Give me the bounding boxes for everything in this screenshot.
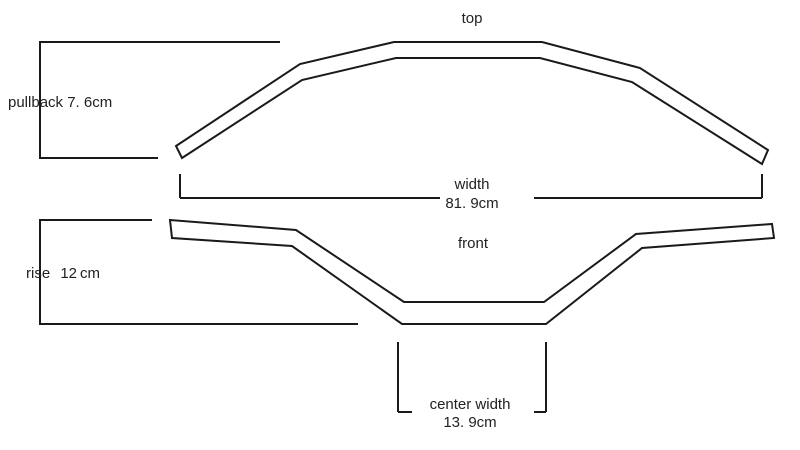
width-dimension-line xyxy=(179,174,763,199)
handlebar-top-view xyxy=(174,41,770,166)
center-width-dimension-line xyxy=(397,342,547,413)
pullback-dimension-line xyxy=(39,41,280,159)
handlebar-front-view xyxy=(168,218,776,325)
rise-name: rise xyxy=(26,265,51,282)
pullback-name: pullback xyxy=(8,94,64,111)
rise-value: 12 xyxy=(60,265,78,282)
pullback-value: 7. 6cm xyxy=(67,94,113,111)
front-view-label: front xyxy=(457,235,489,252)
rise-unit: cm xyxy=(80,265,101,282)
width-name: width xyxy=(454,176,490,193)
center-width-value: 13. 9cm xyxy=(443,414,497,431)
width-value: 81. 9cm xyxy=(445,195,499,212)
top-view-label: top xyxy=(461,10,483,27)
pullback-label: pullback 7. 6cm xyxy=(8,94,112,111)
center-width-name: center width xyxy=(429,396,511,413)
rise-dimension-line xyxy=(39,219,358,325)
